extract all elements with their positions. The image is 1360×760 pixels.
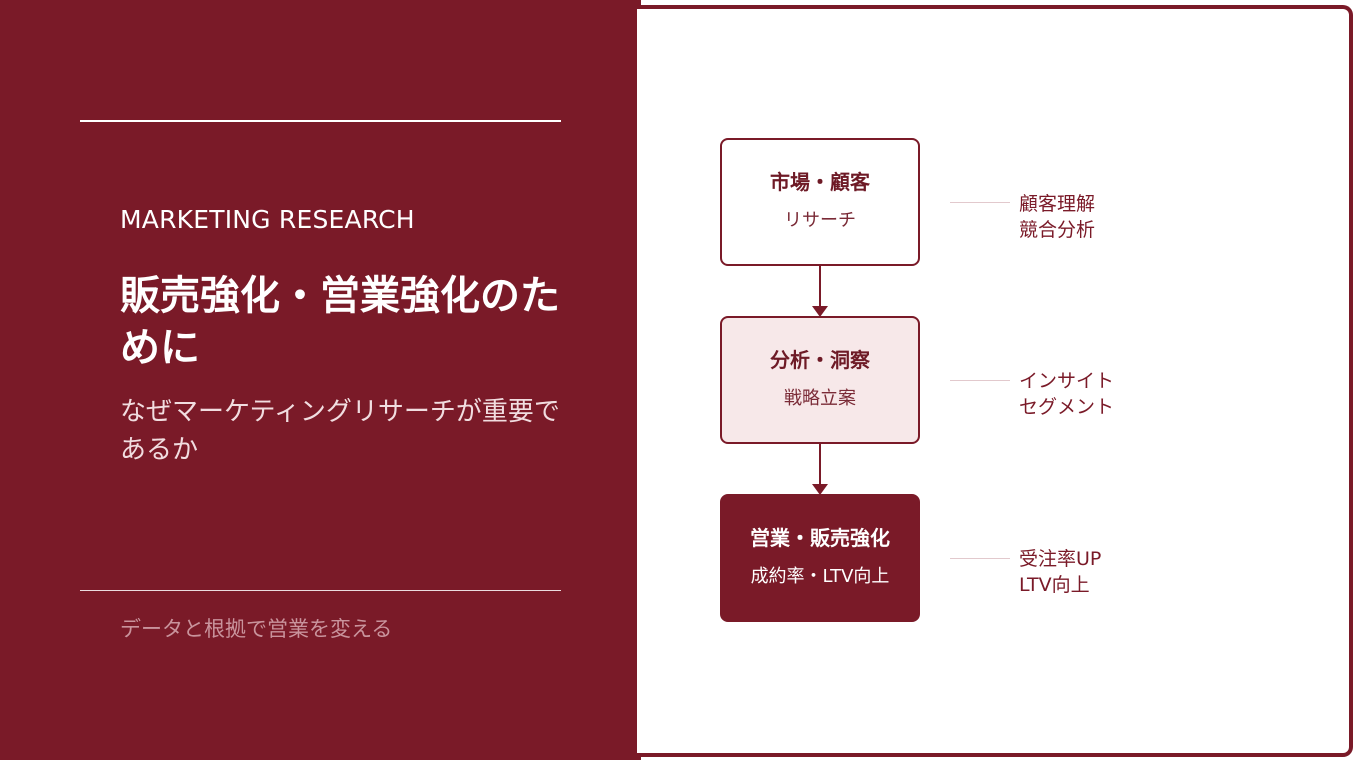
flow-step-analysis: 分析・洞察 戦略立案 [720, 316, 920, 444]
arrow-down-icon [812, 484, 828, 495]
page-title: 販売強化・営業強化のために [120, 273, 560, 371]
note-line: 受注率UP [1019, 548, 1102, 570]
flow-step-title: 市場・顧客 [770, 170, 870, 194]
flow-step-sales: 営業・販売強化 成約率・LTV向上 [720, 494, 920, 622]
note-connector-2 [950, 380, 1010, 381]
flow-step-research: 市場・顧客 リサーチ [720, 138, 920, 266]
page-subtitle: なぜマーケティングリサーチが重要であるか [120, 397, 560, 465]
note-line: 競合分析 [1019, 219, 1096, 241]
flow-step-title: 分析・洞察 [770, 348, 870, 372]
top-divider [80, 120, 561, 122]
kicker-label: MARKETING RESEARCH [120, 205, 415, 234]
flow-note-sales: 受注率UP LTV向上 [1019, 546, 1101, 598]
note-connector-1 [950, 202, 1010, 203]
flow-note-research: 顧客理解 競合分析 [1019, 191, 1095, 243]
note-line: 顧客理解 [1019, 193, 1096, 215]
arrow-down-icon [812, 306, 828, 317]
note-connector-3 [950, 558, 1010, 559]
bottom-divider [80, 590, 561, 591]
flow-note-analysis: インサイト セグメント [1019, 368, 1114, 420]
tagline: データと根拠で営業を変える [120, 617, 393, 641]
flow-step-subtitle: リサーチ [784, 210, 856, 231]
flow-arrow-line-1 [819, 266, 821, 306]
note-line: インサイト [1019, 370, 1115, 392]
note-line: セグメント [1019, 396, 1115, 418]
note-line: LTV向上 [1019, 574, 1090, 596]
flow-step-subtitle: 戦略立案 [784, 388, 856, 409]
flow-step-title: 営業・販売強化 [750, 526, 890, 550]
flow-arrow-line-2 [819, 444, 821, 484]
flow-step-subtitle: 成約率・LTV向上 [750, 566, 890, 587]
left-panel: MARKETING RESEARCH 販売強化・営業強化のために なぜマーケティ… [0, 0, 641, 760]
